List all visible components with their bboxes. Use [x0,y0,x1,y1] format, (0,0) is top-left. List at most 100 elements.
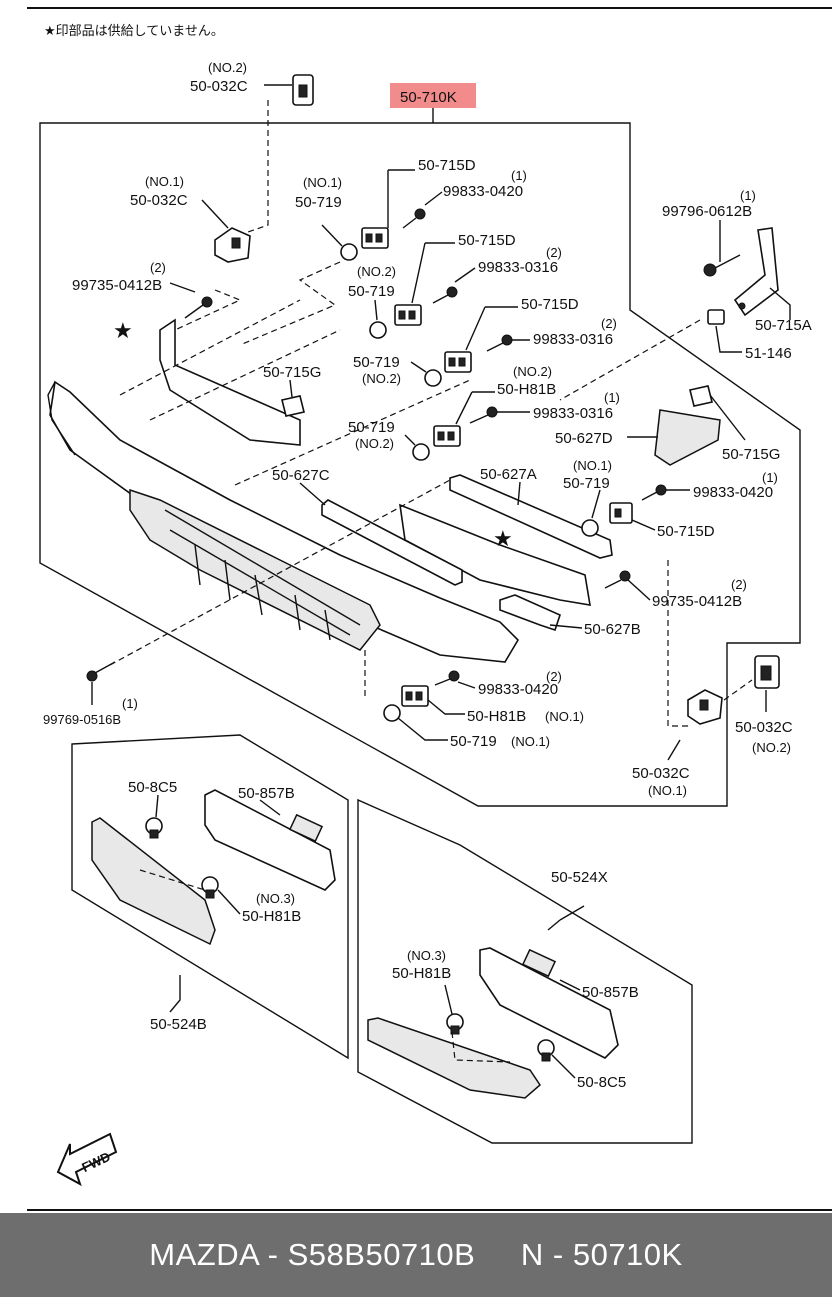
bolt-r-label: 99796-0612B [662,203,752,220]
fast2-no-label: (NO.2) [357,264,396,279]
left-subassembly-frame [71,734,349,1060]
bumper-bracket-left [159,318,301,446]
main-assembly-frame [39,122,801,807]
clip-r1-label: 50-032C [632,765,690,782]
fastener-719-no2-b [424,369,442,387]
screw-99833-5 [641,484,667,501]
moulding-524x [367,1017,541,1099]
scr1-label: 99833-0420 [443,183,523,200]
r-h81-label: 50-H81B [392,965,451,982]
screw-r-qty: (2) [731,577,747,592]
moulding-524b [91,817,216,946]
l-assy-label: 50-524B [150,1016,207,1033]
l-clip-label: 50-8C5 [128,779,177,796]
retainer-715g-left [281,395,305,417]
fastener-719-no1-b [581,519,599,537]
r-clip-label: 50-8C5 [577,1074,626,1091]
fast5-no-label: (NO.1) [573,458,612,473]
retainer-715d-5 [609,502,633,524]
clip-032c-no1-left [214,227,251,263]
retainer-h81b-no1 [401,685,429,707]
clip-032c-no2-top [292,74,314,106]
fastener-719-no2-c [412,443,430,461]
screw-99833-2 [432,286,458,304]
footer-bar: MAZDA - S58B50710B N - 50710K [0,1213,832,1297]
nut-51-146 [707,309,725,325]
fast6-label: 50-719 [450,733,497,750]
scr2-qty: (2) [546,245,562,260]
clip-top-label: 50-032C [190,78,248,95]
plate-r-label: 50-627D [555,430,613,447]
scr5-label: 99833-0420 [693,484,773,501]
scr6-label: 99833-0420 [478,681,558,698]
screw-99833-4 [469,406,498,424]
h81-label: 50-H81B [497,381,556,398]
ret2-label: 50-715D [458,232,516,249]
clip-r1-no-label: (NO.1) [648,783,687,798]
retainer-715g-right [689,385,713,407]
clip-left-label: 50-032C [130,192,188,209]
ret3-label: 50-715D [521,296,579,313]
footer-part-number: MAZDA - S58B50710B N - 50710K [149,1237,683,1272]
strip-627b [499,594,561,632]
plate-857b-left [204,789,336,891]
screw-left-label: 99735-0412B [72,277,162,294]
retainer-715d-3 [444,351,472,373]
fast1-label: 50-719 [295,194,342,211]
strip-627c [321,499,463,586]
clip-h81b-left [201,876,219,899]
screw-bl-qty: (1) [122,696,138,711]
clip-8c5-left [145,817,163,839]
star-mark-right: ★ [493,527,513,552]
main-assembly-highlight [390,83,476,108]
clip-8c5-right [537,1039,555,1062]
ret-g-label: 50-715G [263,364,321,381]
r-plate-label: 50-857B [582,984,639,1001]
screw-99833-6 [434,670,460,686]
ret-g-r-label: 50-715G [722,446,780,463]
star-mark-left: ★ [113,319,133,344]
strip-b-label: 50-627B [584,621,641,638]
bracket-715a-right [733,227,779,317]
scr1-qty: (1) [511,168,527,183]
scr3-qty: (2) [601,316,617,331]
screw-99735-right [604,570,631,589]
strip-a-label: 50-627A [480,466,537,483]
h81-b-no-label: (NO.1) [545,709,584,724]
bolt-99796 [703,254,741,277]
screw-r-label: 99735-0412B [652,593,742,610]
scr5-qty: (1) [762,470,778,485]
h81-no-label: (NO.2) [513,364,552,379]
l-h81-no-label: (NO.3) [256,891,295,906]
plate-627d [654,409,721,466]
retainer-715d-1 [361,227,389,249]
plate-857b-right [479,947,619,1059]
l-plate-label: 50-857B [238,785,295,802]
fast5-label: 50-719 [563,475,610,492]
scr2-label: 99833-0316 [478,259,558,276]
fast2-label: 50-719 [348,283,395,300]
scr6-qty: (2) [546,669,562,684]
scr3-label: 99833-0316 [533,331,613,348]
clip-h81b-right [446,1013,464,1035]
clip-r2-no-label: (NO.2) [752,740,791,755]
fwd-arrow-icon: FWD [56,1132,118,1187]
nut-r-label: 51-146 [745,345,792,362]
fast4-no-label: (NO.2) [355,436,394,451]
ret1-label: 50-715D [418,157,476,174]
fast3-label: 50-719 [353,354,400,371]
clip-top-no-label: (NO.2) [208,60,247,75]
fast1-no-label: (NO.1) [303,175,342,190]
fast6-no-label: (NO.1) [511,734,550,749]
main-assembly-label: 50-710K [400,89,457,106]
ret5-label: 50-715D [657,523,715,540]
bolt-r-qty: (1) [740,188,756,203]
screw-left-qty: (2) [150,260,166,275]
r-h81-no-label: (NO.3) [407,948,446,963]
screw-bl-label: 99769-0516B [43,712,121,727]
h81-b-label: 50-H81B [467,708,526,725]
r-assy-label: 50-524X [551,869,608,886]
screw-99833-1 [402,208,426,229]
fastener-719-no1 [340,243,358,261]
bumper-body [47,380,520,663]
